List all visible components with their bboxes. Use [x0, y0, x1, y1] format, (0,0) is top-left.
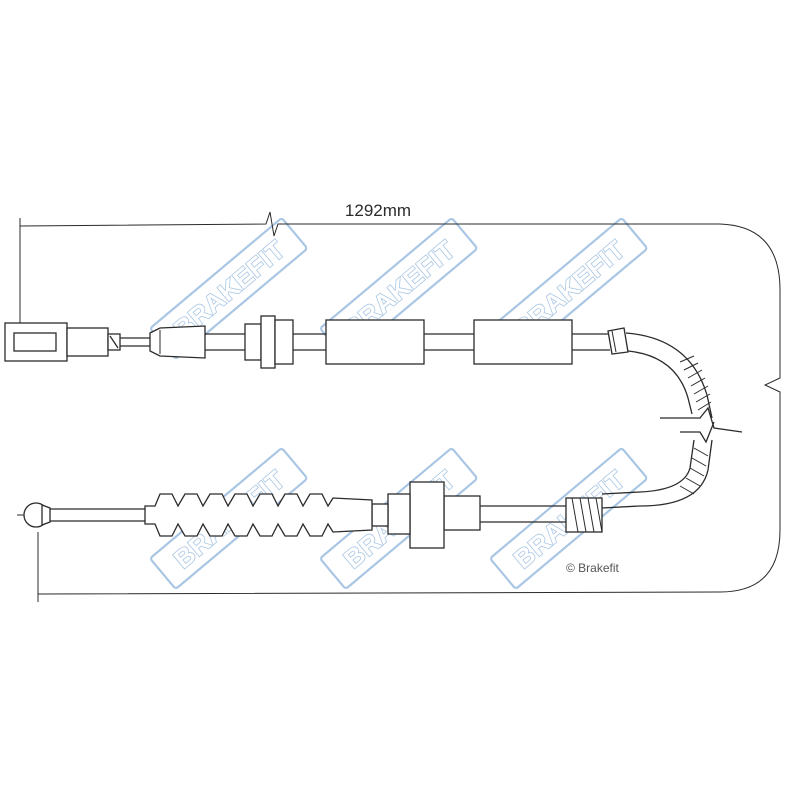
dimension-line: [19, 211, 781, 595]
protective-sleeve-2: [473, 319, 573, 365]
threaded-adjuster: [565, 497, 603, 533]
protective-sleeve-1: [325, 319, 425, 365]
abutment-collar: [244, 323, 262, 361]
upper-cable-run: [4, 315, 629, 369]
housing-flange: [409, 481, 445, 549]
cable-loop: [601, 332, 743, 509]
copyright-label: © Brakefit: [566, 561, 620, 575]
dimension-lines: [19, 211, 781, 602]
housing-nipple: [371, 503, 389, 527]
grommet-line: [611, 330, 617, 353]
abutment-body: [274, 319, 294, 365]
braid-texture-lower: [679, 447, 709, 495]
lower-cable-run: [17, 481, 603, 549]
crimp-mark: [109, 335, 119, 349]
watermark-frame: [490, 447, 648, 589]
abutment-flange: [260, 315, 276, 369]
loop-inner-upper: [627, 350, 693, 415]
loop-break-lower: [680, 421, 715, 444]
loop-outer-lower: [601, 439, 713, 509]
housing-collar: [387, 493, 411, 535]
loop-break-upper: [660, 406, 743, 433]
tapered-boot: [149, 325, 206, 359]
loop-outer-upper: [625, 332, 713, 419]
upper-grommet: [607, 327, 629, 355]
eye-end-slot: [13, 332, 57, 352]
bellows-boot: [144, 493, 373, 537]
ferrule-block: [66, 327, 109, 357]
housing-body: [443, 495, 481, 531]
braid-texture-upper: [679, 355, 712, 411]
adjuster-thread: [571, 497, 603, 533]
ball-end-neck: [41, 504, 51, 526]
length-dimension-label: 1292mm: [345, 201, 411, 220]
